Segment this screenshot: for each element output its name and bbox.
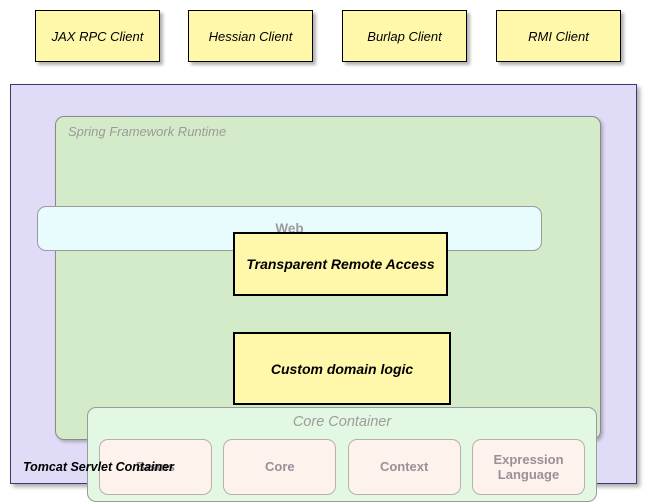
core-module-label: Context xyxy=(379,459,429,475)
client-label: RMI Client xyxy=(528,28,589,44)
client-label: JAX RPC Client xyxy=(51,28,144,44)
core-module-beans[interactable]: Beans xyxy=(99,439,212,495)
client-box-rmi[interactable]: RMI Client xyxy=(496,10,621,62)
client-box-jax-rpc[interactable]: JAX RPC Client xyxy=(35,10,160,62)
core-module-label: Beans xyxy=(135,459,176,475)
client-label: Burlap Client xyxy=(367,28,442,44)
core-module-expression-language[interactable]: Expression Language xyxy=(471,439,585,495)
tomcat-servlet-container: Spring Framework Runtime Web Transparent… xyxy=(10,84,637,502)
custom-domain-logic-box[interactable]: Custom domain logic xyxy=(233,332,451,405)
core-module-label: Core xyxy=(265,459,295,475)
core-container-label: Core Container xyxy=(292,414,392,430)
transparent-remote-access-box[interactable]: Transparent Remote Access xyxy=(233,232,448,296)
core-module-context[interactable]: Context xyxy=(347,439,461,495)
client-row: JAX RPC Client Hessian Client Burlap Cli… xyxy=(0,0,647,78)
custom-domain-logic-label: Custom domain logic xyxy=(270,360,414,377)
core-module-list: Beans Core Context Expression Language xyxy=(99,439,585,495)
core-container: Core Container Beans Core Context Expres… xyxy=(87,407,597,502)
core-module-label: Expression Language xyxy=(493,451,564,482)
transparent-remote-access-label: Transparent Remote Access xyxy=(246,256,435,272)
tomcat-servlet-container-label: Tomcat Servlet Container xyxy=(23,460,174,474)
spring-framework-runtime-label: Spring Framework Runtime xyxy=(68,124,227,139)
client-box-hessian[interactable]: Hessian Client xyxy=(188,10,313,62)
client-label: Hessian Client xyxy=(208,28,293,44)
client-box-burlap[interactable]: Burlap Client xyxy=(342,10,467,62)
core-module-core[interactable]: Core xyxy=(223,439,337,495)
